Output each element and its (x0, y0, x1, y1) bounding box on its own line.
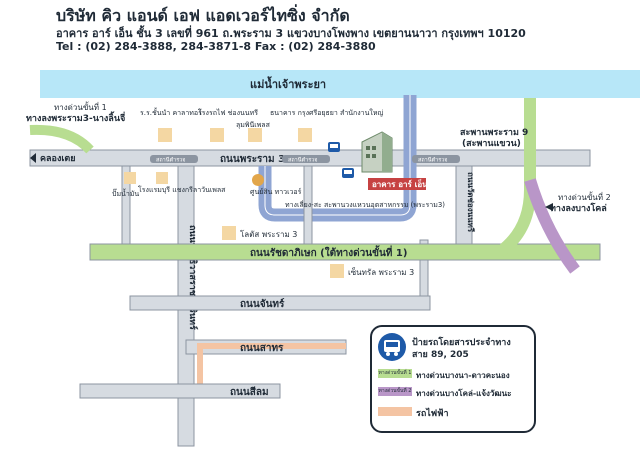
legend-skytrain-swatch (378, 407, 412, 416)
silom-road (79, 383, 281, 399)
legend-exp1-tag: ทางด่วนขั้นที่ 1 (378, 369, 412, 378)
landmark-gas (124, 172, 136, 184)
bus-icon (378, 333, 406, 361)
circle-landmark (252, 174, 264, 186)
naradhiwas-label: ถนนนราธิวาสราชนครินทร์ (187, 225, 199, 330)
expressway-1-right (496, 98, 536, 257)
landmark-hotel (156, 172, 168, 184)
landmark-lumpini (248, 128, 262, 142)
chan-label: ถนนจันทร์ (240, 298, 285, 310)
central-label: เซ็นทรัล พระราม 3 (348, 267, 414, 277)
bus-icon (328, 142, 340, 152)
klong-toei-arrow (30, 153, 36, 163)
silom-label: ถนนสีลม (230, 386, 269, 398)
lotus-label: โลตัส พระราม 3 (240, 229, 297, 239)
rama3-loop-inner (264, 95, 411, 216)
jewel-label: ศูนย์สิน ทาวเวอร์ (250, 188, 302, 196)
bus-stop-b (282, 155, 330, 163)
bus-stop-c (412, 155, 460, 163)
exit2-label: ทางด่วนขั้นที่ 2 (558, 191, 611, 202)
building-icon (361, 131, 393, 173)
hospital-label: โรงรถไฟ ช่องนนทรี (198, 108, 258, 117)
exit1-name: ทางลงพระราม3-นางลิ้นจี่ (26, 111, 125, 124)
rama3-road-label: ถนนพระราม 3 (220, 154, 285, 165)
company-contact: Tel : (02) 284-3888, 284-3871-8 Fax : (0… (56, 40, 376, 53)
expressway-2-right (524, 178, 580, 274)
exit1-label: ทางด่วนขั้นที่ 1 (54, 101, 107, 112)
company-name: บริษัท คิว แอนด์ เอฟ แอดเวอร์ไทซิ่ง จำกั… (56, 6, 350, 25)
legend-exp1-desc: ทางด่วนบางนา-ดาวคะนอง (416, 371, 510, 380)
ratchada-road (89, 243, 601, 261)
expressway-1-left (29, 124, 94, 154)
legend-bus-lines: สาย 89, 205 (412, 350, 469, 360)
lumpini-label: ลุมพินีเพลส (236, 121, 271, 129)
bus-stop-b-label: สถานีตำรวจ (288, 157, 317, 164)
river (40, 70, 640, 98)
legend-skytrain: รถไฟฟ้า (416, 409, 449, 419)
landmark-lotus (222, 226, 236, 240)
bridge-sub: (สะพานแขวน) (462, 139, 521, 149)
sathorn-label: ถนนสาทร (240, 343, 284, 354)
klong-toei-label: คลองเตย (40, 154, 76, 164)
exit2-name: ทางลงบางโคล่ (550, 202, 607, 214)
legend-box: ป้ายรถโดยสารประจำทาง สาย 89, 205 ทางด่วน… (370, 325, 536, 433)
building-label: อาคาร อาร์ เอ็น (372, 178, 428, 189)
company-address: อาคาร อาร์ เอ็น ชั้น 3 เลขที่ 961 ถ.พระร… (56, 27, 526, 40)
school-label: ร.ร.ชั้นนำ คาลาทอร์ (140, 106, 202, 117)
bank-label: ธนาคาร กรุงศรีอยุธยา สำนักงานใหญ่ (270, 108, 383, 117)
gas-label: ปั๊มน้ำมัน (112, 187, 139, 198)
landmark-bank (298, 128, 312, 142)
landmark-hospital (210, 128, 224, 142)
ratchada-label: ถนนรัชดาภิเษก (ใต้ทางด่วนขั้นที่ 1) (250, 245, 407, 259)
building-marker (368, 178, 426, 190)
bus-icon (342, 168, 354, 178)
landmark-school (158, 128, 172, 142)
vertical-road-right-label: ถนนวัดช่องนนทรี (466, 172, 476, 233)
bus-stop-c-label: สถานีตำรวจ (418, 157, 447, 164)
junction-label: ทางเลี่ยง-สะ สะพานวงแหวนอุตสาหกรรม (พระร… (285, 200, 445, 209)
chan-road (129, 295, 431, 311)
hotel-label: โรงแรมบุรี แชงกรีลาวันเพลส (138, 185, 226, 194)
exit2-arrow (545, 203, 553, 211)
legend-exp2-tag: ทางด่วนขั้นที่ 2 (378, 387, 412, 396)
legend-exp2-desc: ทางด่วนบางโคล่-แจ้งวัฒนะ (416, 389, 512, 398)
bus-stop-a (150, 155, 198, 163)
landmark-central (330, 264, 344, 278)
river-label: แม่น้ำเจ้าพระยา (250, 76, 326, 91)
legend-bus-title: ป้ายรถโดยสารประจำทาง (412, 338, 511, 348)
bus-stop-a-label: สถานีตำรวจ (156, 157, 185, 164)
bridge-label: สะพานพระราม 9 (460, 128, 528, 138)
